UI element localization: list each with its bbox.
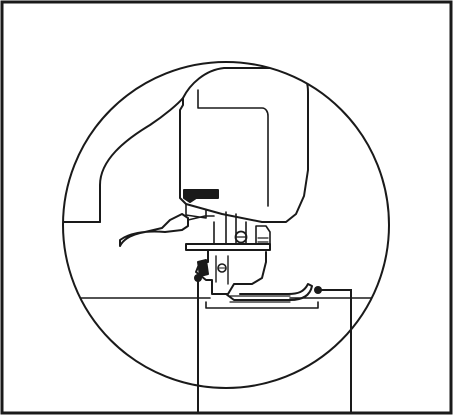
callout-dot-left: [194, 274, 202, 282]
foot-tab: [197, 259, 209, 277]
shank-plate: [185, 243, 271, 251]
callout-dot-right: [314, 286, 322, 294]
machine-head-detail: [197, 89, 269, 207]
machine-body-outline: [99, 97, 184, 223]
needle-clamp-screw: [234, 230, 248, 244]
presser-foot-lever: [119, 213, 189, 247]
foot-shank-detail: [215, 255, 229, 285]
side-clamp: [255, 225, 271, 247]
head-lower-shade: [185, 203, 207, 219]
side-clamp-screw: [257, 237, 269, 243]
thread-guide-knob: [183, 189, 219, 203]
callout-line-right: [318, 289, 352, 414]
presser-foot-sole: [225, 283, 313, 301]
foot-screw: [217, 263, 227, 273]
lever-slot: [187, 215, 215, 221]
needle-plate-edge: [205, 301, 319, 309]
